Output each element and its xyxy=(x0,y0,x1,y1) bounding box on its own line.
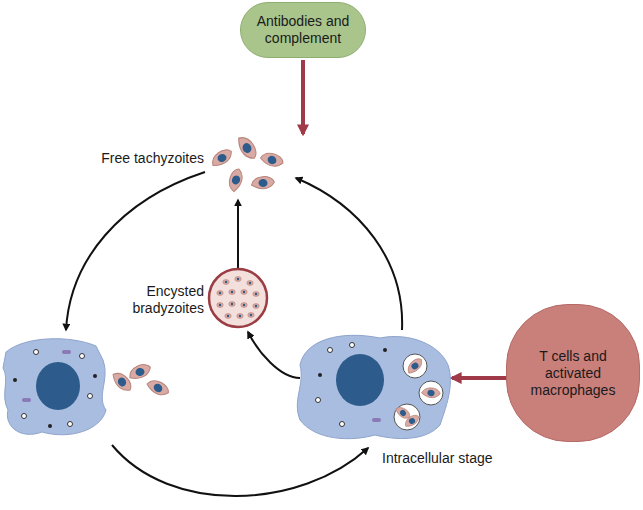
cycle-arrow xyxy=(66,172,205,330)
host-cell xyxy=(3,339,171,435)
immune-effector-pill: Antibodies and complement xyxy=(240,2,366,58)
cycle-arrow xyxy=(112,445,368,496)
stage-label: Free tachyzoites xyxy=(60,150,204,167)
encystation-arrow xyxy=(248,332,300,378)
tissue-cyst xyxy=(209,269,267,327)
stage-label: Intracellular stage xyxy=(382,450,532,467)
free-tachyzoites xyxy=(209,134,285,192)
infected-cell xyxy=(297,335,450,438)
node-text: T cells and activated macrophages xyxy=(519,348,627,399)
node-text: Antibodies and complement xyxy=(249,13,357,47)
stage-label: Encysted bradyzoites xyxy=(110,283,204,317)
excystation-arrow xyxy=(237,200,239,268)
immune-arrow xyxy=(452,376,506,380)
immune-arrow xyxy=(301,60,305,134)
cycle-arrow xyxy=(296,178,402,330)
immune-effector-box: T cells and activated macrophages xyxy=(506,304,640,442)
